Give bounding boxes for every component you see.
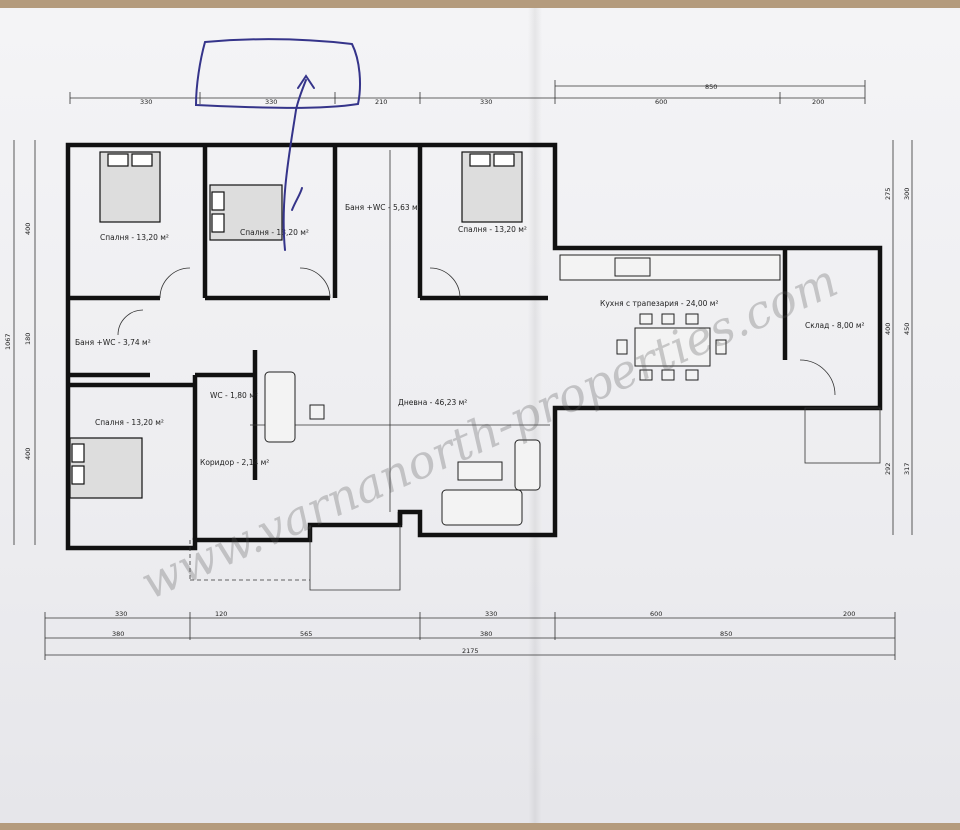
dim-bot-380b: 380 bbox=[480, 630, 492, 638]
dim-bot-120: 120 bbox=[215, 610, 227, 618]
dim-bot-2175: 2175 bbox=[462, 647, 479, 655]
dim-top-850: 850 bbox=[705, 83, 717, 91]
label-storage: Склад - 8,00 м² bbox=[805, 321, 865, 330]
bed-4 bbox=[69, 437, 143, 499]
dim-bot-200: 200 bbox=[843, 610, 855, 618]
marker-annotation bbox=[194, 38, 361, 251]
dim-bot-330b: 330 bbox=[485, 610, 497, 618]
dim-top-210: 210 bbox=[375, 98, 387, 106]
label-bedroom-2: Спалня - 13,20 м² bbox=[240, 228, 309, 237]
dim-top-330a: 330 bbox=[140, 98, 152, 106]
kitchen-counter bbox=[559, 254, 781, 281]
left-dimensions bbox=[13, 140, 36, 545]
label-wc: WC - 1,80 м² bbox=[210, 391, 258, 400]
dim-top-200: 200 bbox=[812, 98, 824, 106]
paper-fold bbox=[528, 8, 542, 823]
dim-left-400a: 400 bbox=[24, 223, 32, 235]
walls bbox=[65, 142, 883, 551]
label-kitchen: Кухня с трапезария - 24,00 м² bbox=[600, 299, 718, 308]
label-bath-2: Баня +WC - 3,74 м² bbox=[75, 338, 151, 347]
dim-right-400: 400 bbox=[884, 323, 892, 335]
dim-right-300: 300 bbox=[903, 188, 911, 200]
dim-bot-380a: 380 bbox=[112, 630, 124, 638]
dim-bot-565: 565 bbox=[300, 630, 312, 638]
bed-1 bbox=[99, 151, 161, 223]
dim-left-180: 180 bbox=[24, 333, 32, 345]
living-furniture bbox=[264, 371, 541, 526]
bottom-dimensions bbox=[44, 612, 896, 660]
label-bedroom-3: Спалня - 13,20 м² bbox=[458, 225, 527, 234]
wall-thin-lines bbox=[117, 150, 881, 591]
bed-3 bbox=[461, 151, 523, 223]
dim-bot-600: 600 bbox=[650, 610, 662, 618]
dim-left-400b: 400 bbox=[24, 448, 32, 460]
dim-top-330c: 330 bbox=[480, 98, 492, 106]
dining-table bbox=[616, 313, 727, 381]
label-hall: Коридор - 2,14 м² bbox=[200, 458, 269, 467]
label-bedroom-4: Спалня - 13,20 м² bbox=[95, 418, 164, 427]
label-living: Дневна - 46,23 м² bbox=[398, 398, 467, 407]
dim-right-450: 450 bbox=[903, 323, 911, 335]
dim-top-330b: 330 bbox=[265, 98, 277, 106]
right-dimensions bbox=[892, 140, 913, 535]
dim-left-1067: 1067 bbox=[4, 333, 12, 350]
watermark: www.varnanorth-properties.com bbox=[133, 253, 846, 610]
dim-bot-330a: 330 bbox=[115, 610, 127, 618]
label-bath-1: Баня +WC - 5,63 м² bbox=[345, 203, 421, 212]
label-bedroom-1: Спалня - 13,20 м² bbox=[100, 233, 169, 242]
dim-right-317: 317 bbox=[903, 463, 911, 475]
bed-2 bbox=[209, 184, 283, 241]
dim-right-275: 275 bbox=[884, 188, 892, 200]
dim-right-292: 292 bbox=[884, 463, 892, 475]
top-dimensions bbox=[69, 80, 866, 104]
dim-bot-850: 850 bbox=[720, 630, 732, 638]
dim-top-600: 600 bbox=[655, 98, 667, 106]
